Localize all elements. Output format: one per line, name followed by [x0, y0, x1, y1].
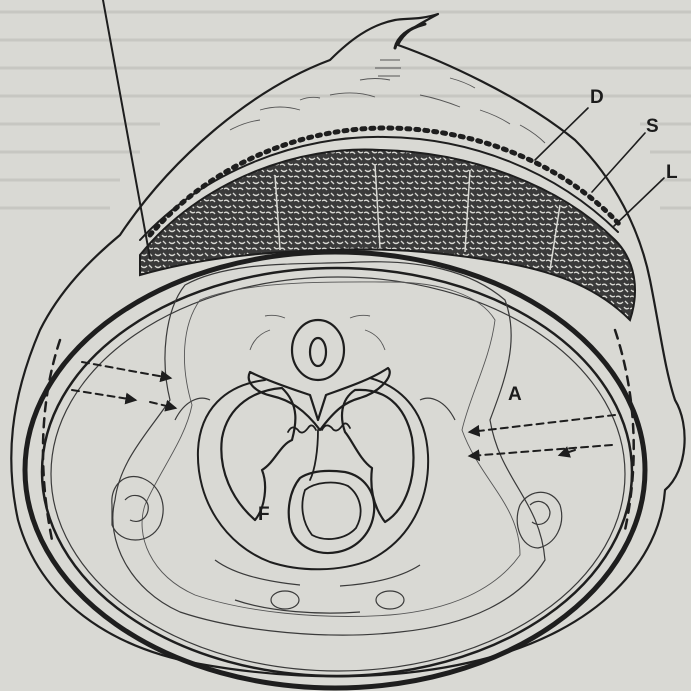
vertebra-side-left [250, 315, 285, 350]
flow-arrows-right [470, 415, 615, 456]
fetal-body-outline [113, 262, 545, 635]
label-d: D [590, 87, 604, 108]
label-a: A [508, 384, 522, 405]
lung-right [342, 390, 413, 522]
flow-arrows-left [72, 362, 175, 408]
label-f: F [258, 504, 270, 525]
label-l: L [666, 162, 678, 183]
heart-chamber [302, 483, 360, 540]
stroma-strokes [230, 60, 545, 143]
label-s: S [646, 116, 659, 137]
leader-line-s [592, 133, 645, 192]
lung-left [221, 388, 295, 520]
bronchi-squiggle-right [322, 423, 350, 430]
spinal-cord-inner [310, 338, 326, 366]
vertebra-arch [249, 368, 390, 430]
bronchi-squiggle-left [288, 425, 316, 432]
membrane-innermost-ring [51, 277, 625, 671]
spinal-cord-outer [292, 320, 344, 380]
vertebra-side-right [350, 315, 385, 350]
